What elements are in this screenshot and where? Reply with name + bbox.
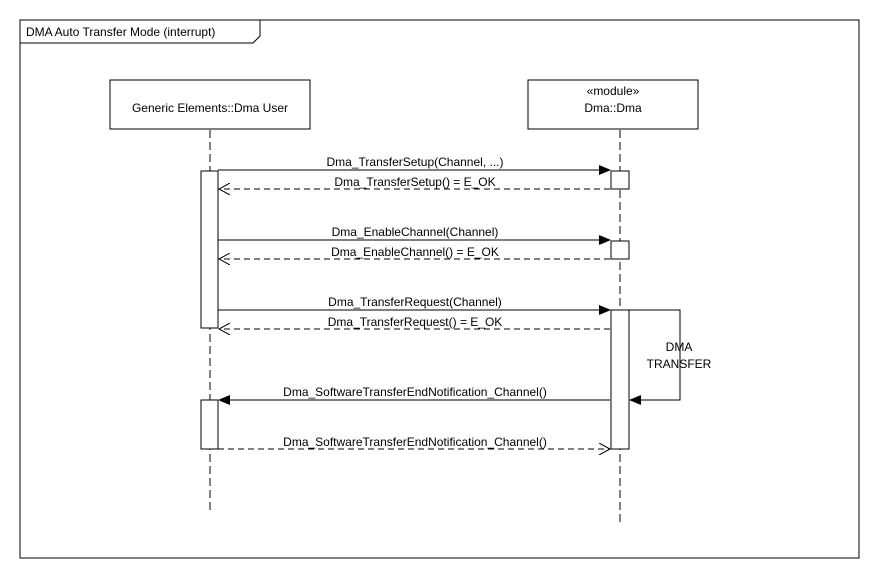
frame-border [19,19,860,559]
return-label-enable-channel: Dma_EnableChannel() = E_OK [331,245,499,259]
message-label-transfer-end-notification: Dma_SoftwareTransferEndNotification_Chan… [283,385,547,399]
lifeline-name-dma-module: Dma::Dma [584,101,642,115]
lifeline-head-dma-module [527,79,699,130]
frame-title-tab [20,20,261,44]
activation-dma-module-2 [610,240,630,260]
message-label-enable-channel: Dma_EnableChannel(Channel) [332,225,499,239]
message-label-transfer-request: Dma_TransferRequest(Channel) [328,295,502,309]
return-label-transfer-setup: Dma_TransferSetup() = E_OK [334,175,495,189]
return-label-transfer-request: Dma_TransferRequest() = E_OK [328,315,503,329]
return-label-transfer-end-notification: Dma_SoftwareTransferEndNotification_Chan… [283,435,547,449]
self-message-dma-transfer [629,309,681,405]
activation-dma-user-2 [200,399,219,450]
activation-dma-user-1 [200,170,219,329]
activation-dma-module-1 [610,170,630,190]
lifeline-stereotype-dma-module: «module» [587,84,640,98]
lifeline-head-dma-user [109,79,311,130]
activation-dma-module-3 [610,309,630,450]
self-message-label-line2: TRANSFER [647,357,712,371]
lifeline-name-dma-user: Generic Elements::Dma User [132,101,288,115]
self-message-label-line1: DMA [666,340,693,354]
message-label-transfer-setup: Dma_TransferSetup(Channel, ...) [327,155,504,169]
frame-title: DMA Auto Transfer Mode (interrupt) [26,25,215,39]
